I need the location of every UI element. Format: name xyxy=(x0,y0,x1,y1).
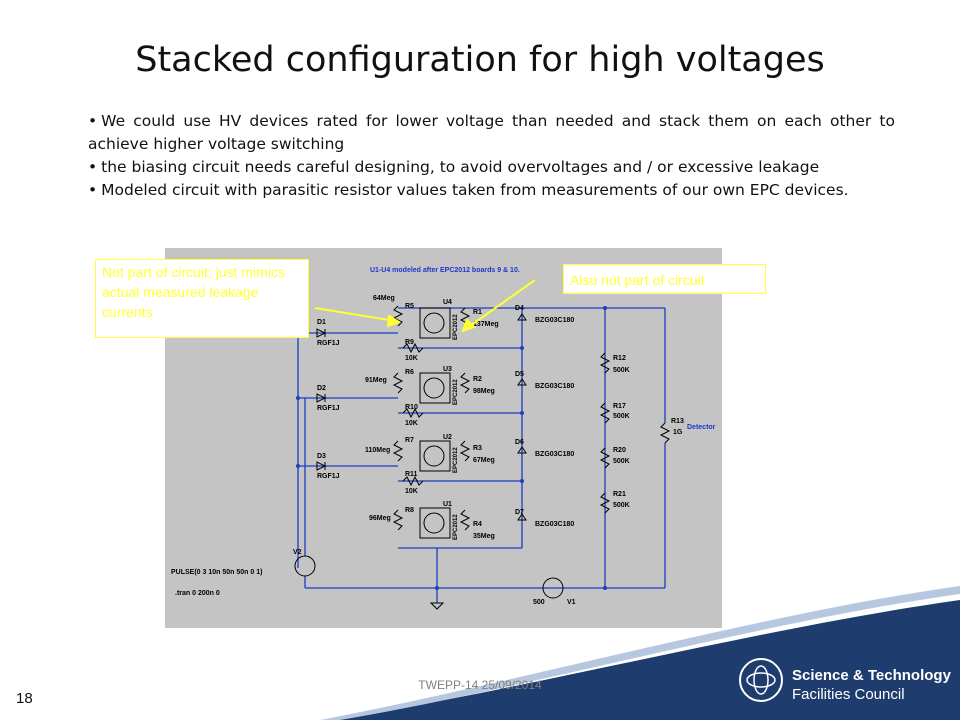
not-part-callout: Also not part of circuit xyxy=(563,264,766,294)
svg-text:R4: R4 xyxy=(473,521,482,528)
svg-text:98Meg: 98Meg xyxy=(473,388,495,395)
stfc-brand-banner xyxy=(320,586,960,720)
svg-text:R9: R9 xyxy=(405,339,414,346)
svg-text:R11: R11 xyxy=(405,471,418,478)
svg-text:RGF1J: RGF1J xyxy=(317,405,340,412)
bullet-item: the biasing circuit needs careful design… xyxy=(88,156,895,179)
svg-text:1G: 1G xyxy=(673,429,683,436)
svg-text:D3: D3 xyxy=(317,453,326,460)
svg-text:D2: D2 xyxy=(317,385,326,392)
svg-text:R20: R20 xyxy=(613,447,626,454)
svg-text:67Meg: 67Meg xyxy=(473,457,495,464)
svg-text:500K: 500K xyxy=(613,502,630,509)
svg-text:D4: D4 xyxy=(515,305,524,312)
svg-text:10K: 10K xyxy=(405,420,418,427)
stfc-logo-icon xyxy=(739,658,783,702)
svg-text:Detector: Detector xyxy=(687,424,716,431)
svg-text:EPC2012: EPC2012 xyxy=(453,514,459,540)
slide-number: 18 xyxy=(16,690,33,707)
svg-text:BZG03C180: BZG03C180 xyxy=(535,451,574,458)
svg-text:BZG03C180: BZG03C180 xyxy=(535,317,574,324)
svg-text:R21: R21 xyxy=(613,491,626,498)
leakage-callout: Not part of circuit; just mimics actual … xyxy=(95,259,309,338)
svg-text:R13: R13 xyxy=(671,418,684,425)
svg-text:64Meg: 64Meg xyxy=(373,295,395,302)
svg-text:10K: 10K xyxy=(405,355,418,362)
svg-text:110Meg: 110Meg xyxy=(365,447,390,454)
svg-text:500: 500 xyxy=(533,599,545,606)
svg-text:RGF1J: RGF1J xyxy=(317,340,340,347)
svg-text:U1: U1 xyxy=(443,501,452,508)
svg-text:U2: U2 xyxy=(443,434,452,441)
bullet-item: Modeled circuit with parasitic resistor … xyxy=(88,179,895,202)
svg-text:R7: R7 xyxy=(405,437,414,444)
svg-text:R5: R5 xyxy=(405,303,414,310)
svg-text:BZG03C180: BZG03C180 xyxy=(535,521,574,528)
stfc-logo-text: Science & Technology Facilities Council xyxy=(792,667,951,703)
slide-title: Stacked configuration for high voltages xyxy=(135,40,825,80)
svg-text:10K: 10K xyxy=(405,488,418,495)
svg-text:D1: D1 xyxy=(317,319,326,326)
svg-text:V2: V2 xyxy=(293,549,302,556)
schematic-header: U1-U4 modeled after EPC2012 boards 9 & 1… xyxy=(370,267,520,274)
svg-text:RGF1J: RGF1J xyxy=(317,473,340,480)
svg-text:U4: U4 xyxy=(443,299,452,306)
svg-text:PULSE(0 3 10n 50n 50n 0 1): PULSE(0 3 10n 50n 50n 0 1) xyxy=(171,569,262,576)
svg-text:U3: U3 xyxy=(443,366,452,373)
svg-text:500K: 500K xyxy=(613,413,630,420)
svg-text:500K: 500K xyxy=(613,367,630,374)
bullet-item: We could use HV devices rated for lower … xyxy=(88,110,895,156)
svg-text:V1: V1 xyxy=(567,599,576,606)
svg-text:BZG03C180: BZG03C180 xyxy=(535,383,574,390)
svg-text:D7: D7 xyxy=(515,509,524,516)
svg-text:R8: R8 xyxy=(405,507,414,514)
svg-text:EPC2012: EPC2012 xyxy=(453,447,459,473)
svg-text:EPC2012: EPC2012 xyxy=(453,379,459,405)
svg-text:R3: R3 xyxy=(473,445,482,452)
svg-text:D5: D5 xyxy=(515,371,524,378)
svg-text:R2: R2 xyxy=(473,376,482,383)
footer-text: TWEPP-14 25/09/2014 xyxy=(418,678,542,692)
svg-text:R1: R1 xyxy=(473,309,482,316)
svg-text:EPC2012: EPC2012 xyxy=(453,314,459,340)
bullet-list: We could use HV devices rated for lower … xyxy=(88,110,895,202)
svg-text:R17: R17 xyxy=(613,403,626,410)
svg-text:.tran 0 200n 0: .tran 0 200n 0 xyxy=(175,590,220,597)
svg-text:R6: R6 xyxy=(405,369,414,376)
svg-text:500K: 500K xyxy=(613,458,630,465)
svg-text:137Meg: 137Meg xyxy=(473,321,499,328)
svg-text:R10: R10 xyxy=(405,404,418,411)
svg-text:R12: R12 xyxy=(613,355,626,362)
svg-text:35Meg: 35Meg xyxy=(473,533,495,540)
svg-text:96Meg: 96Meg xyxy=(369,515,391,522)
svg-text:D6: D6 xyxy=(515,439,524,446)
svg-text:91Meg: 91Meg xyxy=(365,377,387,384)
